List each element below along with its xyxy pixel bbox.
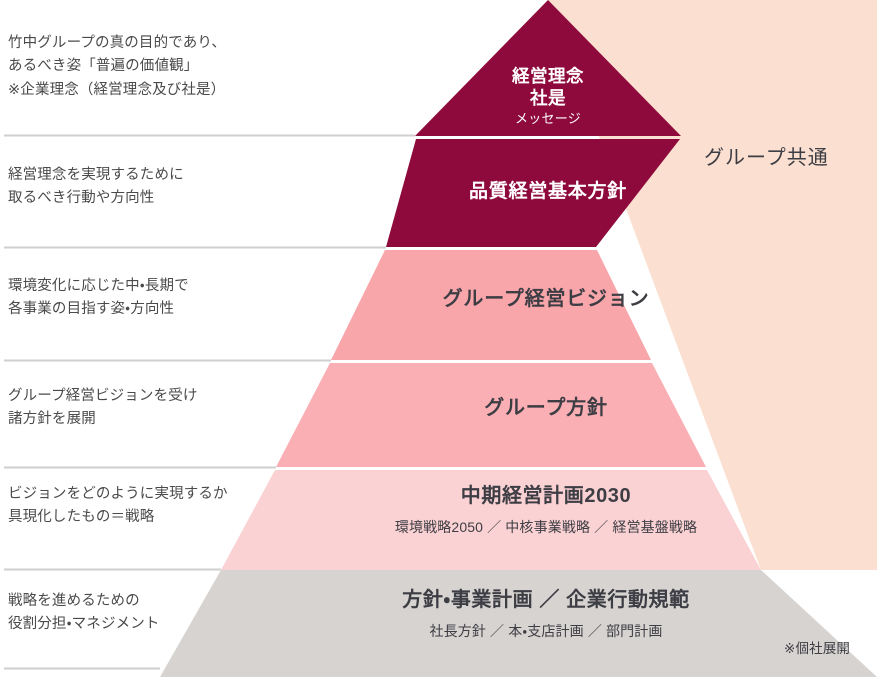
tier-shape-quality-policy [386,139,680,247]
tier-shape-apex [415,0,681,136]
tier-shape-group-vision [331,250,651,360]
tier-shape-midterm-plan [221,470,761,570]
tier-shape-business-plan [160,570,877,677]
tier-shape-group-policy [276,363,706,467]
